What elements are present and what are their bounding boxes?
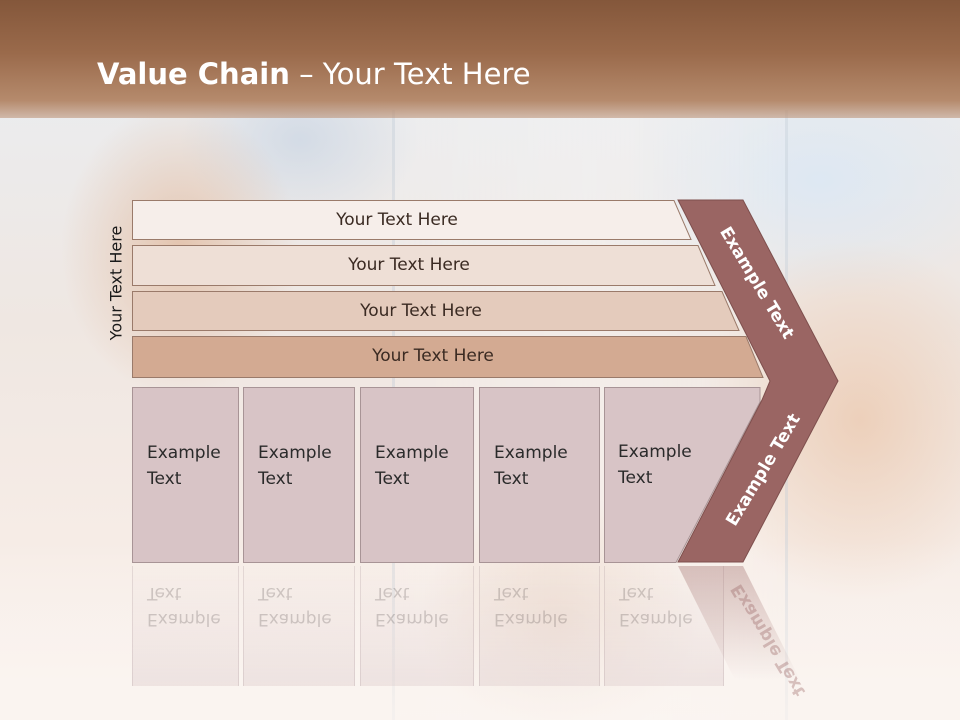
row-4-label: Your Text Here bbox=[372, 346, 494, 366]
title-bar bbox=[0, 0, 960, 118]
row-3-shape bbox=[132, 291, 740, 331]
slide-title: Value Chain – Your Text Here bbox=[97, 52, 531, 96]
background-fade bbox=[0, 540, 960, 720]
row-1-shape bbox=[132, 200, 692, 240]
row-4: Your Text Here bbox=[132, 336, 764, 378]
title-bold: Value Chain bbox=[97, 57, 290, 91]
row-2: Your Text Here bbox=[132, 245, 716, 286]
title-rest: – Your Text Here bbox=[289, 57, 531, 91]
card-4: Example Text bbox=[479, 387, 600, 563]
row-2-label: Your Text Here bbox=[348, 255, 470, 275]
row-2-shape bbox=[132, 245, 716, 286]
row-3: Your Text Here bbox=[132, 291, 740, 331]
row-3-label: Your Text Here bbox=[360, 301, 482, 321]
card-1: Example Text bbox=[132, 387, 239, 563]
card-5: Example Text bbox=[618, 442, 692, 488]
chevron-shape bbox=[677, 199, 839, 563]
row-1: Your Text Here bbox=[132, 200, 692, 240]
row-1-label: Your Text Here bbox=[336, 210, 458, 230]
row-4-shape bbox=[132, 336, 764, 378]
card-3: Example Text bbox=[360, 387, 474, 563]
chevron-reflection bbox=[678, 566, 800, 680]
card-2: Example Text bbox=[243, 387, 355, 563]
